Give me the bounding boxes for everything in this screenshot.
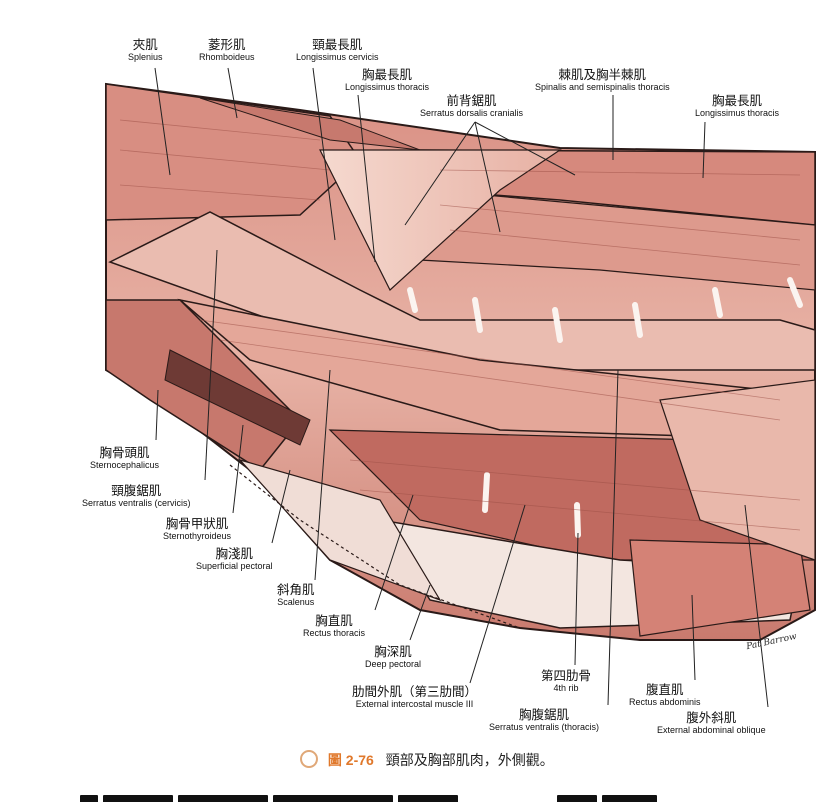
- figure-caption: 圖 2-76 頸部及胸部肌肉，外側觀。: [300, 750, 554, 770]
- label-en: Scalenus: [277, 597, 315, 608]
- label-longissimus-thoracis-1: 胸最長肌 Longissimus thoracis: [345, 68, 429, 93]
- label-longissimus-cervicis: 頸最長肌 Longissimus cervicis: [296, 38, 379, 63]
- label-zh: 菱形肌: [208, 38, 246, 52]
- serratus-dorsalis-fascia: [319, 149, 562, 291]
- label-en: Sternothyroideus: [163, 531, 232, 542]
- cropped-text-line: [80, 790, 680, 802]
- label-en: Rectus abdominis: [629, 697, 701, 708]
- label-en: 4th rib: [553, 683, 579, 694]
- label-intercostal: 肋間外肌（第三肋間） External intercostal muscle I…: [352, 685, 477, 710]
- label-zh: 胸最長肌: [712, 94, 763, 108]
- label-en: External abdominal oblique: [657, 725, 766, 736]
- label-zh: 前背鋸肌: [446, 94, 497, 108]
- ventral-border: [229, 464, 760, 641]
- label-zh: 胸腹鋸肌: [519, 708, 570, 722]
- label-zh: 胸深肌: [374, 645, 412, 659]
- label-en: Splenius: [128, 52, 163, 63]
- label-serratus-dorsalis: 前背鋸肌 Serratus dorsalis cranialis: [420, 94, 523, 119]
- label-zh: 頸最長肌: [312, 38, 363, 52]
- label-en: Longissimus thoracis: [695, 108, 780, 119]
- label-zh: 胸骨頭肌: [99, 446, 150, 460]
- label-zh: 胸直肌: [315, 614, 353, 628]
- figure-caption-text: 頸部及胸部肌肉，外側觀。: [385, 752, 554, 768]
- label-en: Serratus ventralis (cervicis): [82, 498, 191, 509]
- label-rectus-thoracis: 胸直肌 Rectus thoracis: [303, 614, 365, 639]
- label-splenius: 夾肌 Splenius: [128, 38, 163, 63]
- label-longissimus-thoracis-2: 胸最長肌 Longissimus thoracis: [695, 94, 779, 119]
- label-zh: 腹外斜肌: [686, 711, 737, 725]
- label-en: Serratus dorsalis cranialis: [420, 108, 524, 119]
- label-zh: 斜角肌: [277, 583, 315, 597]
- label-rectus-abdominis: 腹直肌 Rectus abdominis: [629, 683, 701, 708]
- label-en: Serratus ventralis (thoracis): [489, 722, 600, 733]
- label-superficial-pectoral: 胸淺肌 Superficial pectoral: [196, 547, 273, 572]
- label-deep-pectoral: 胸深肌 Deep pectoral: [365, 645, 421, 670]
- trachea-dark: [164, 349, 311, 446]
- label-zh: 第四肋骨: [541, 669, 592, 683]
- label-en: Deep pectoral: [365, 659, 422, 670]
- label-serratus-ventralis-cervicis: 頸腹鋸肌 Serratus ventralis (cervicis): [82, 484, 191, 509]
- label-en: Superficial pectoral: [196, 561, 273, 572]
- label-zh: 頸腹鋸肌: [111, 484, 162, 498]
- label-4th-rib: 第四肋骨 4th rib: [541, 669, 591, 694]
- label-en: Sternocephalicus: [90, 460, 160, 471]
- muscle-fibers: [119, 119, 801, 531]
- label-en: Spinalis and semispinalis thoracis: [535, 82, 670, 93]
- label-serratus-ventralis-thoracis: 胸腹鋸肌 Serratus ventralis (thoracis): [489, 708, 599, 733]
- label-zh: 胸最長肌: [362, 68, 413, 82]
- label-en: External intercostal muscle III: [355, 699, 474, 710]
- label-scalenus: 斜角肌 Scalenus: [277, 583, 315, 608]
- label-rhomboideus: 菱形肌 Rhomboideus: [199, 38, 255, 63]
- label-zh: 夾肌: [132, 38, 158, 52]
- label-sternocephalicus: 胸骨頭肌 Sternocephalicus: [90, 446, 159, 471]
- label-spinalis: 棘肌及胸半棘肌 Spinalis and semispinalis thorac…: [535, 68, 670, 93]
- label-sternothyroideus: 胸骨甲狀肌 Sternothyroideus: [163, 517, 231, 542]
- label-en: Rhomboideus: [199, 52, 255, 63]
- label-en: Longissimus cervicis: [296, 52, 379, 63]
- label-en: Rectus thoracis: [303, 628, 366, 639]
- rectus-abdominis-muscle: [629, 539, 811, 637]
- figure-number: 圖 2-76: [327, 752, 374, 768]
- label-external-oblique: 腹外斜肌 External abdominal oblique: [657, 711, 766, 736]
- leader-lines: [154, 67, 769, 708]
- external-oblique-muscle: [659, 379, 816, 561]
- label-zh: 肋間外肌（第三肋間）: [352, 685, 478, 699]
- label-zh: 棘肌及胸半棘肌: [558, 68, 647, 82]
- label-en: Longissimus thoracis: [345, 82, 430, 93]
- label-zh: 腹直肌: [646, 683, 684, 697]
- figure-marker-icon: [300, 750, 318, 768]
- label-zh: 胸骨甲狀肌: [165, 517, 229, 531]
- label-zh: 胸淺肌: [215, 547, 254, 561]
